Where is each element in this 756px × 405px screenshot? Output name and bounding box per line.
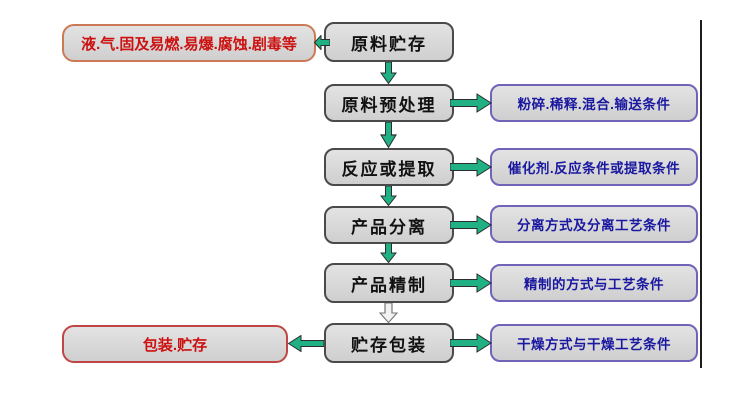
down-arrow-icon [380, 242, 397, 264]
flow-node-product-refining: 产品精制 [324, 263, 454, 303]
flow-node-label: 产品分离 [351, 217, 427, 237]
flow-node-product-separation: 产品分离 [324, 206, 454, 244]
down-arrow-icon [380, 61, 397, 85]
flow-node-refining-method-conditions: 精制的方式与工艺条件 [490, 264, 698, 302]
right-arrow-icon [449, 215, 492, 235]
flow-node-drying-method-conditions: 干燥方式与干燥工艺条件 [490, 324, 698, 362]
flow-node-reaction-or-extraction: 反应或提取 [324, 148, 454, 186]
flow-node-final-note: 包装.贮存 [62, 325, 288, 363]
left-arrow-icon [313, 34, 331, 51]
flow-node-storage-packaging: 贮存包装 [324, 323, 454, 363]
right-arrow-icon [449, 333, 492, 353]
flow-node-raw-material-storage: 原料贮存 [324, 22, 454, 62]
flow-node-label: 液.气.固及易燃.易爆.腐蚀.剧毒等 [81, 35, 297, 53]
flow-node-label: 精制的方式与工艺条件 [524, 277, 664, 292]
down-arrow-icon [380, 121, 397, 149]
right-edge-vertical-line [700, 20, 702, 368]
left-arrow-icon [287, 334, 325, 353]
flow-node-separation-method-conditions: 分离方式及分离工艺条件 [490, 205, 698, 243]
hollow-down-arrow-icon [378, 302, 399, 324]
flow-node-label: 催化剂.反应条件或提取条件 [507, 161, 681, 176]
flow-node-label: 产品精制 [351, 275, 427, 295]
flow-node-label: 分离方式及分离工艺条件 [517, 218, 671, 233]
flow-node-label: 粉碎.稀释.混合.输送条件 [517, 97, 671, 112]
flow-node-label: 反应或提取 [341, 159, 437, 179]
flow-node-label: 干燥方式与干燥工艺条件 [517, 337, 671, 352]
flow-node-hazard-note: 液.气.固及易燃.易爆.腐蚀.剧毒等 [62, 24, 316, 62]
right-arrow-icon [449, 93, 492, 113]
flow-node-raw-material-pretreatment: 原料预处理 [324, 84, 454, 122]
flow-node-label: 原料预处理 [341, 95, 437, 115]
flow-node-catalyst-reaction-extraction-conditions: 催化剂.反应条件或提取条件 [490, 148, 698, 186]
flow-node-label: 原料贮存 [351, 34, 427, 54]
flow-node-label: 包装.贮存 [142, 336, 208, 354]
flow-node-label: 贮存包装 [351, 335, 427, 355]
right-arrow-icon [449, 157, 492, 177]
flow-node-crushing-dilution-mixing-conveying-conditions: 粉碎.稀释.混合.输送条件 [490, 84, 698, 122]
right-arrow-icon [449, 273, 492, 293]
down-arrow-icon [380, 185, 397, 207]
